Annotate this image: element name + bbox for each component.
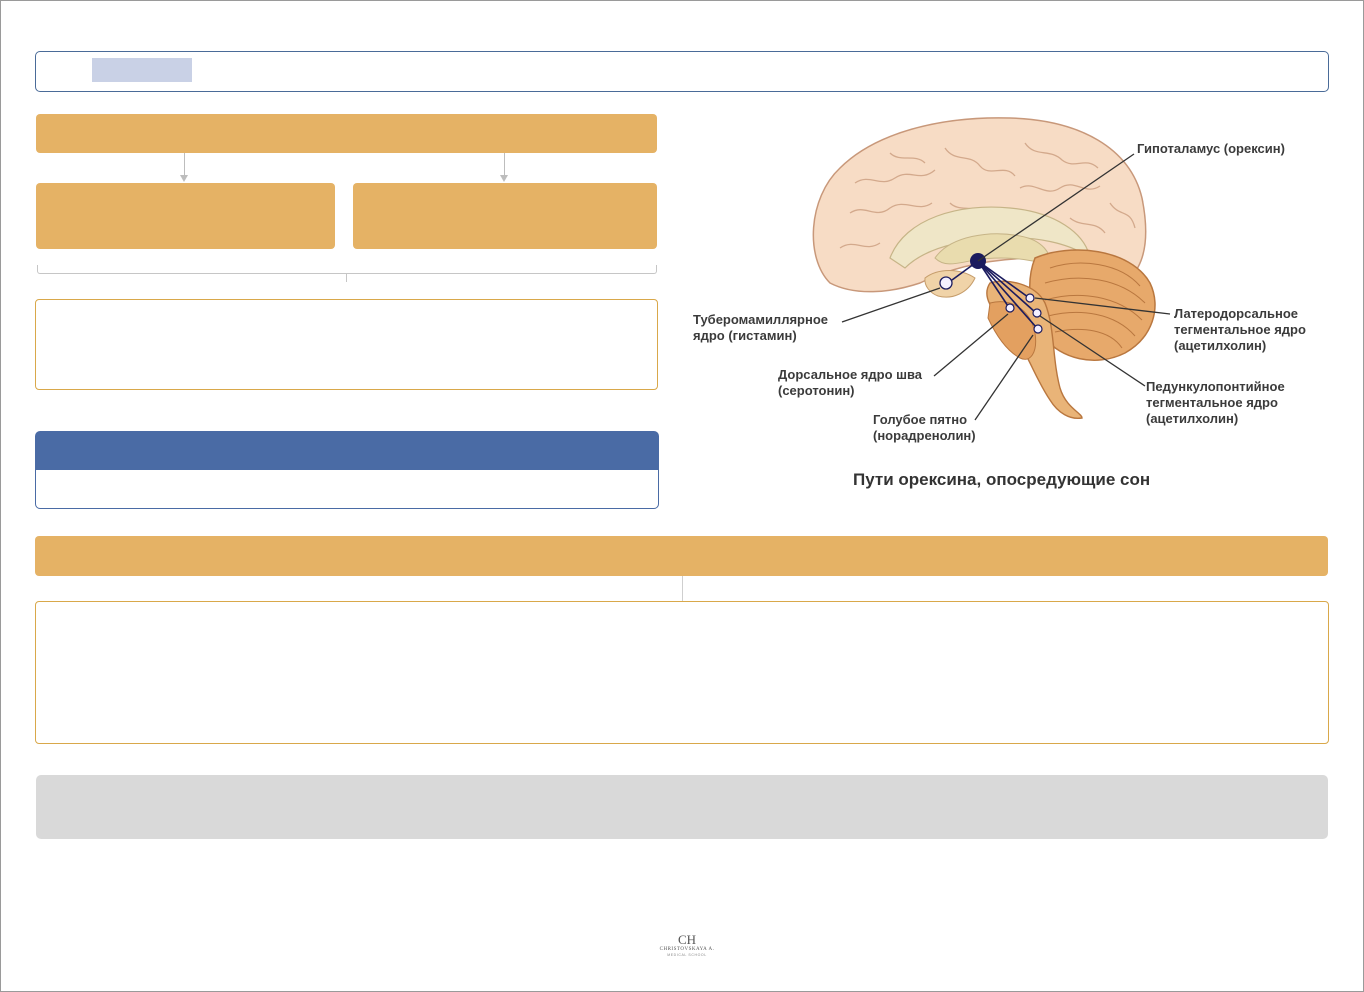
locus-coeruleus-node — [1033, 324, 1043, 334]
blue-section-header — [35, 431, 659, 470]
brain-illustration — [812, 117, 1171, 421]
diagram-caption: Пути орексина, опосредующие сон — [853, 470, 1151, 489]
flow-top-box — [36, 114, 657, 153]
grey-note-box — [36, 775, 1328, 839]
logo-sub: MEDICAL SCHOOL — [667, 953, 707, 957]
logo: CH CHRISTOVSKAYA A. MEDICAL SCHOOL — [652, 933, 722, 967]
pedunculopontine-node — [1032, 308, 1042, 318]
title-bar — [35, 51, 1329, 92]
label-tuberomammillary: Туберомамиллярное ядро (гистамин) — [693, 312, 828, 343]
flow-right-box — [353, 183, 657, 249]
brain-diagram: Гипоталамус (орексин) Туберомамиллярное … — [690, 108, 1330, 503]
label-laterodorsal: Латеродорсальное тегментальное ядро (аце… — [1174, 306, 1306, 353]
flow-left-box — [36, 183, 335, 249]
label-pedunculopontine: Педункулопонтийное тегментальное ядро (а… — [1146, 379, 1285, 426]
connector-right — [504, 153, 505, 175]
title-highlight — [92, 58, 192, 82]
label-locus-coeruleus: Голубое пятно (норадренолин) — [873, 412, 976, 443]
label-dorsal-raphe: Дорсальное ядро шва (серотонин) — [778, 367, 923, 398]
orexin-pathways — [951, 260, 1037, 328]
dorsal-raphe-node — [1005, 303, 1015, 313]
brace-tick — [346, 273, 347, 282]
arrow-right-icon — [500, 175, 508, 182]
laterodorsal-node — [1025, 293, 1035, 303]
wide-section-header — [35, 536, 1328, 576]
flow-description-box — [35, 299, 658, 390]
wide-section-body — [35, 601, 1329, 744]
logo-mark: CH — [677, 932, 697, 947]
leader-lines — [841, 153, 1171, 421]
wide-connector — [682, 576, 683, 601]
label-hypothalamus: Гипоталамус (орексин) — [1137, 141, 1285, 156]
logo-name: CHRISTOVSKAYA A. — [659, 947, 715, 952]
brace-bracket — [37, 265, 657, 274]
tuberomammillary-node — [939, 276, 953, 290]
arrow-left-icon — [180, 175, 188, 182]
blue-section-body — [35, 470, 659, 509]
connector-left — [184, 153, 185, 175]
